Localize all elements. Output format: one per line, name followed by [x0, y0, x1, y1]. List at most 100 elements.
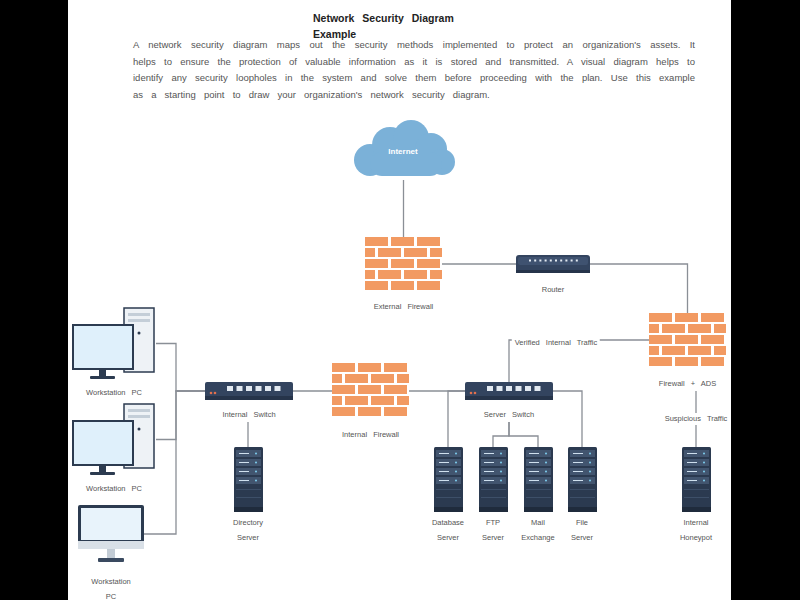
brick: [384, 363, 407, 372]
network-link: [156, 344, 205, 392]
drive-bay: [128, 313, 150, 316]
server-line: [684, 497, 709, 498]
switch-body: [465, 382, 553, 400]
brick: [649, 324, 659, 333]
switch-port: [525, 386, 531, 391]
imac-icon: [78, 505, 144, 563]
server-node: Directory Server: [228, 447, 268, 545]
server-led: [703, 471, 705, 473]
server-led: [255, 480, 257, 482]
status-led: [474, 392, 477, 395]
monitor-neck: [99, 465, 106, 472]
monitor-base: [90, 376, 115, 379]
server-led: [545, 462, 547, 464]
server-slot: [687, 462, 697, 463]
router-icon: [516, 255, 590, 273]
brick: [701, 313, 724, 322]
node-label: Workstation PC: [72, 481, 156, 496]
workstation-node: Workstation PC: [72, 307, 156, 400]
router-led: [550, 260, 552, 262]
brick: [332, 374, 342, 383]
brick: [358, 363, 381, 372]
sw-icon: [465, 382, 553, 400]
brick: [649, 346, 659, 355]
router-node: Router: [516, 255, 590, 297]
server-body: [234, 447, 263, 512]
server-unit: [236, 459, 261, 466]
switch-node: Server Switch: [465, 382, 553, 422]
node-label: Internal Firewall: [332, 427, 409, 442]
router-led: [555, 260, 557, 262]
workstation-node: Workstation PC: [72, 403, 156, 496]
cloud-part: [370, 152, 442, 176]
server-line: [436, 497, 461, 498]
node-label: Database Server: [428, 515, 468, 545]
node-label: Router: [516, 282, 590, 297]
server-node: Database Server: [428, 447, 468, 545]
node-label: Workstation PC: [86, 574, 136, 600]
switch-base: [205, 396, 293, 400]
brick: [358, 407, 381, 416]
server-led: [500, 471, 502, 473]
node-label: Internal Honeypot: [676, 515, 716, 545]
cloud-node: Internet: [350, 118, 456, 180]
server-line: [481, 489, 506, 490]
server-led: [455, 480, 457, 482]
brick: [332, 407, 355, 416]
server-slot: [573, 453, 583, 454]
brick: [378, 248, 401, 257]
brick-wall: [332, 363, 409, 416]
server-led: [455, 453, 457, 455]
node-label: Directory Server: [228, 515, 268, 545]
server-led: [703, 462, 705, 464]
server-unit: [684, 459, 709, 466]
server-unit: [436, 459, 461, 466]
brick: [404, 248, 427, 257]
server-node: File Server: [562, 447, 602, 545]
drive-bay: [128, 409, 150, 412]
firewall-node: External Firewall: [365, 237, 442, 314]
server-slot: [529, 471, 539, 472]
network-link: [509, 422, 538, 447]
pc-icon: [72, 307, 156, 380]
power-button: [138, 428, 141, 431]
node-label: FTP Server: [473, 515, 513, 545]
server-unit: [526, 477, 551, 484]
server-slot: [239, 471, 249, 472]
server-line: [436, 489, 461, 490]
node-label: Workstation PC: [72, 385, 156, 400]
brick: [430, 270, 442, 279]
server-line: [526, 489, 551, 490]
brick: [675, 357, 698, 366]
server-slot: [484, 453, 494, 454]
server-slot: [529, 480, 539, 481]
server-led: [255, 462, 257, 464]
server-body: [434, 447, 463, 512]
server-node: Internal Honeypot: [676, 447, 716, 545]
server-unit: [481, 477, 506, 484]
pc-icon: [72, 403, 156, 476]
switch-body: [205, 382, 293, 400]
server-slot: [529, 453, 539, 454]
brick: [701, 357, 724, 366]
server-unit: [570, 477, 595, 484]
server-line: [570, 489, 595, 490]
server-unit: [570, 459, 595, 466]
monitor-base: [90, 472, 115, 475]
router-led: [529, 260, 531, 262]
server-unit: [481, 450, 506, 457]
brick: [345, 374, 368, 383]
server-line: [570, 497, 595, 498]
monitor-screen: [81, 508, 141, 540]
brick: [378, 270, 401, 279]
brick: [430, 248, 442, 257]
server-icon: [479, 447, 508, 512]
network-link: [553, 391, 582, 447]
server-base: [682, 507, 711, 512]
server-slot: [573, 462, 583, 463]
brick: [365, 281, 388, 290]
switch-node: Internal Switch: [205, 382, 293, 422]
server-led: [255, 453, 257, 455]
server-icon: [234, 447, 263, 512]
cloud-shape: [354, 120, 455, 176]
